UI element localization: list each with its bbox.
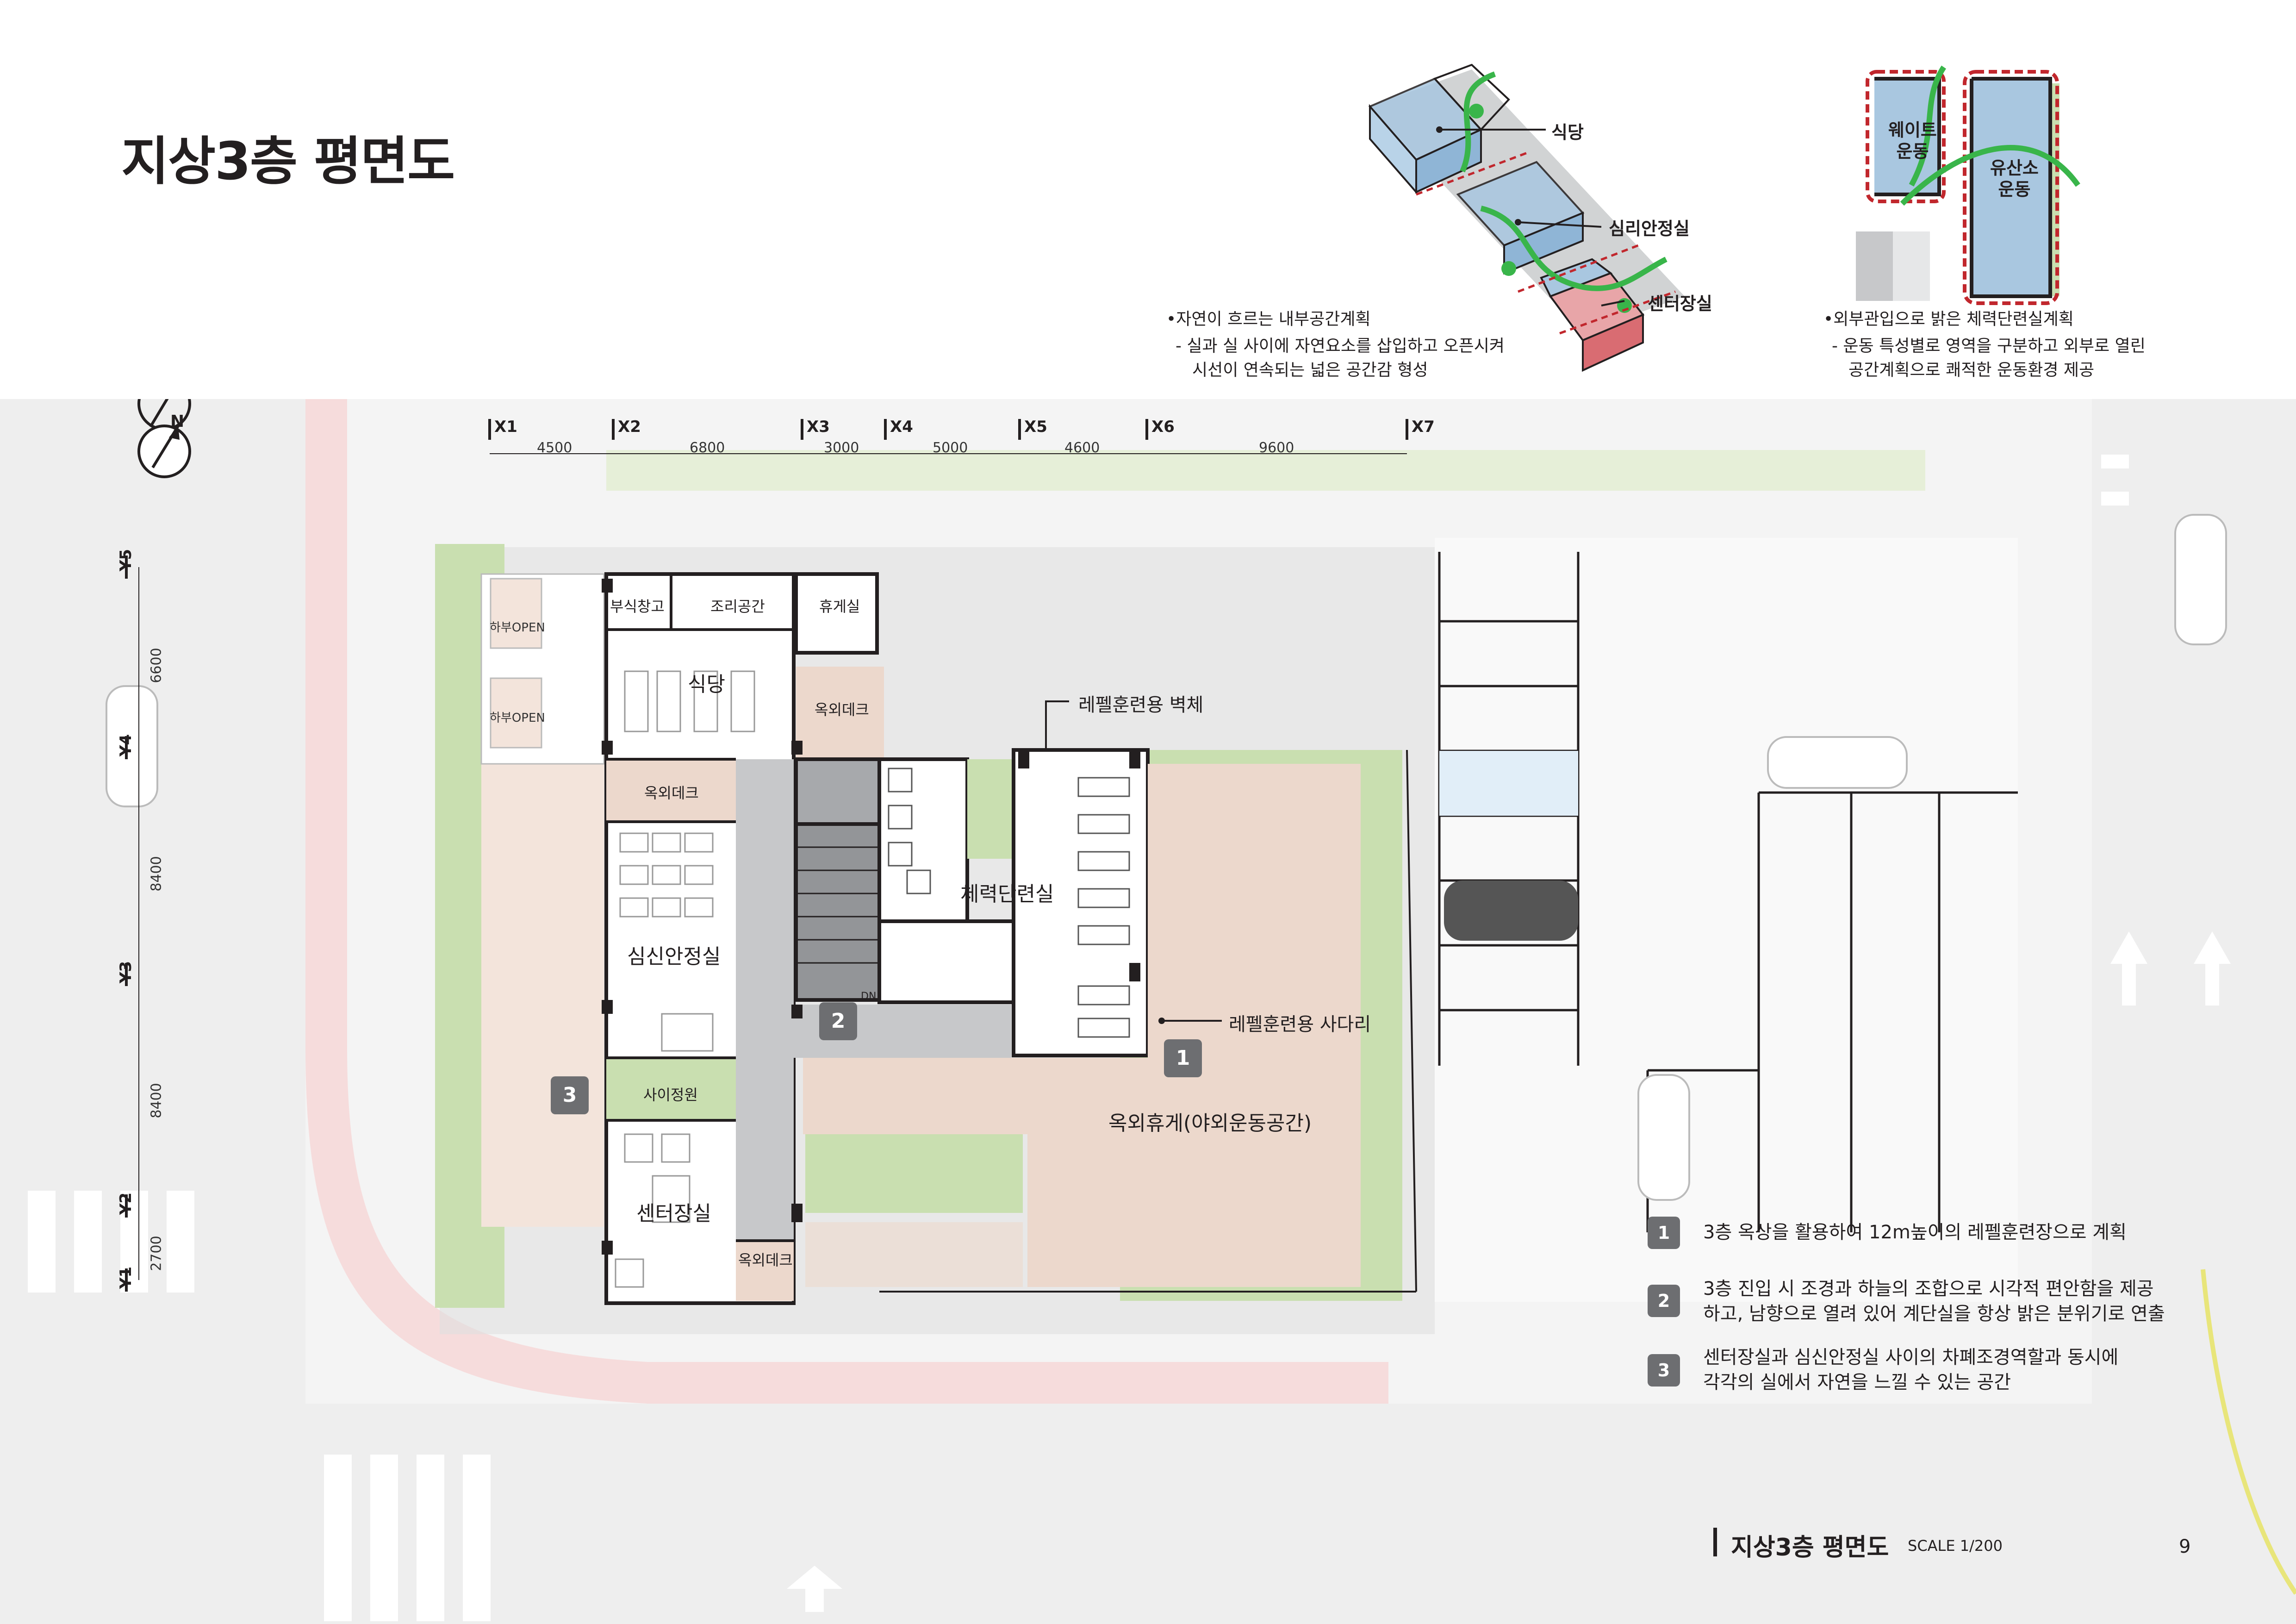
note-marker-3: 3 — [1648, 1354, 1680, 1387]
callout-counseling: 심리안정실 — [1609, 219, 1690, 239]
footer-bar — [1713, 1528, 1717, 1556]
plan-marker-2: 2 — [819, 1002, 857, 1040]
plan-marker-1: 1 — [1164, 1039, 1202, 1077]
callout-weight: 웨이트 운동 — [1888, 120, 1937, 162]
dim-y5-y4: 6600 — [148, 648, 165, 683]
dim-x3-x4: 3000 — [824, 440, 859, 456]
axis-y5: Y5 — [117, 549, 136, 572]
axis-x3: X3 — [807, 418, 830, 436]
page-title: 지상3층 평면도 — [121, 131, 455, 192]
room-lounge: 휴게실 — [819, 598, 860, 615]
callout-director: 센터장실 — [1648, 294, 1712, 314]
note-3-line-1: 센터장실과 심신안정실 사이의 차폐조경역할과 동시에 — [1703, 1347, 2119, 1368]
axis-x4: X4 — [890, 418, 913, 436]
diagram-left-bullet: •자연이 흐르는 내부공간계획 — [1166, 310, 1371, 329]
room-side-garden: 사이정원 — [643, 1086, 698, 1104]
diagram-right-bullet: •외부관입으로 밝은 체력단련실계획 — [1823, 310, 2074, 329]
dim-y3-y2: 8400 — [148, 1083, 165, 1118]
room-cafeteria: 식당 — [688, 673, 725, 696]
concept-diagram-gym — [1856, 65, 2080, 305]
room-deck-3: 옥외데크 — [738, 1251, 793, 1269]
annotation-rappel-ladder: 레펠훈련용 사다리 — [1229, 1014, 1371, 1035]
dim-y2-y1: 2700 — [148, 1236, 165, 1271]
room-counseling: 심신안정실 — [627, 945, 721, 968]
room-director: 센터장실 — [636, 1202, 711, 1225]
diagram-left-line-2: 시선이 연속되는 넓은 공간감 형성 — [1192, 361, 1428, 380]
dim-x5-x6: 4600 — [1064, 440, 1100, 456]
axis-x1: X1 — [494, 418, 517, 436]
axis-y3: Y3 — [117, 961, 136, 984]
callout-cardio: 유산소 운동 — [1990, 158, 2039, 200]
note-2-line-2: 하고, 남향으로 열려 있어 계단실을 항상 밝은 분위기로 연출 — [1703, 1303, 2165, 1324]
diagram-right-line-1: - 운동 특성별로 영역을 구분하고 외부로 열린 — [1832, 337, 2146, 356]
axis-x7: X7 — [1412, 418, 1435, 436]
note-1-line-1: 3층 옥상을 활용하여 12m높이의 레펠훈련장으로 계획 — [1703, 1222, 2127, 1243]
room-open-below-1: 하부OPEN — [490, 621, 545, 635]
note-3-line-2: 각각의 실에서 자연을 느낄 수 있는 공간 — [1703, 1372, 2011, 1393]
room-outdoor-rest: 옥외휴게(야외운동공간) — [1108, 1112, 1312, 1135]
axis-x6: X6 — [1151, 418, 1175, 436]
label-dn: DN — [861, 991, 877, 1002]
concept-diagram-interior — [1368, 63, 1685, 372]
dim-y4-y3: 8400 — [148, 856, 165, 892]
footer-title: 지상3층 평면도 — [1731, 1534, 1889, 1562]
diagram-right-line-2: 공간계획으로 쾌적한 운동환경 제공 — [1848, 361, 2095, 380]
axis-x2: X2 — [618, 418, 641, 436]
axis-y2: Y2 — [117, 1192, 136, 1215]
room-deck-1: 옥외데크 — [815, 701, 869, 718]
note-marker-2: 2 — [1648, 1285, 1680, 1317]
dim-x1-x2: 4500 — [537, 440, 572, 456]
north-arrow-icon — [137, 425, 191, 478]
dim-x4-x5: 5000 — [933, 440, 968, 456]
annotation-rappel-wall: 레펠훈련용 벽체 — [1078, 694, 1204, 716]
dim-x6-x7: 9600 — [1259, 440, 1294, 456]
axis-y1: Y1 — [117, 1266, 136, 1289]
room-storage: 부식창고 — [610, 598, 665, 615]
dim-x2-x3: 6800 — [690, 440, 725, 456]
callout-cafeteria: 식당 — [1551, 122, 1584, 143]
axis-x5: X5 — [1024, 418, 1047, 436]
note-marker-1: 1 — [1648, 1217, 1680, 1249]
note-2-line-1: 3층 진입 시 조경과 하늘의 조합으로 시각적 편안함을 제공 — [1703, 1278, 2154, 1299]
plan-marker-3: 3 — [551, 1076, 589, 1114]
page-number: 9 — [2179, 1536, 2191, 1557]
diagram-left-line-1: - 실과 실 사이에 자연요소를 삽입하고 오픈시켜 — [1176, 337, 1505, 356]
axis-y4: Y4 — [117, 734, 136, 757]
room-open-below-2: 하부OPEN — [490, 711, 545, 725]
room-kitchen: 조리공간 — [710, 598, 765, 615]
footer-scale: SCALE 1/200 — [1908, 1537, 2003, 1555]
room-deck-2: 옥외데크 — [644, 784, 699, 802]
room-gym: 체력단련실 — [960, 882, 1054, 906]
